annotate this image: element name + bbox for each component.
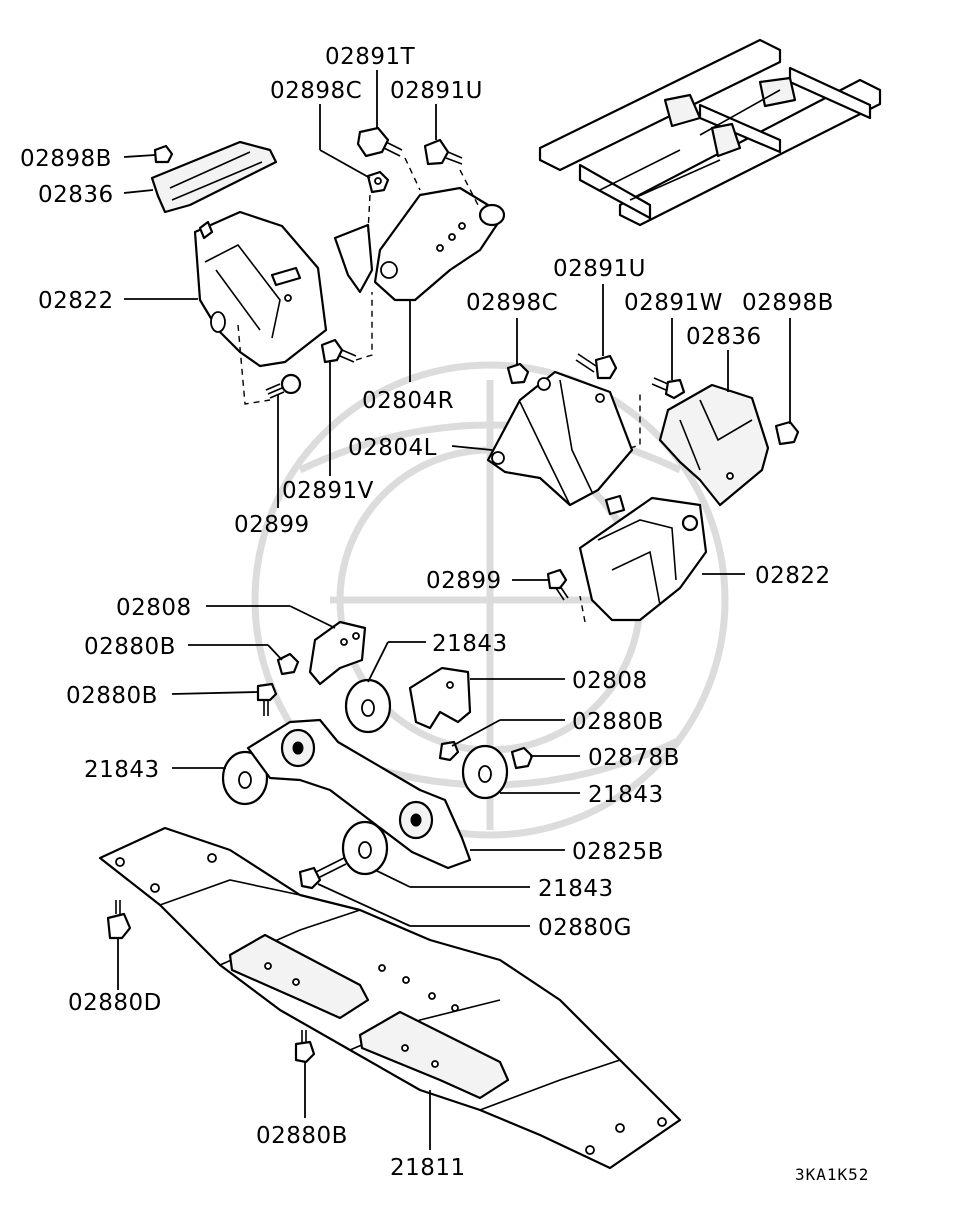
mount-02822-right — [578, 496, 708, 622]
nut-02898C-mid — [506, 362, 530, 385]
bolt-02891W — [664, 378, 686, 400]
bolt-head-02899-left — [280, 373, 302, 395]
nut-02878B — [510, 746, 534, 770]
label-02880B-2: 02880B — [66, 683, 158, 709]
bracket-02808-mid — [408, 666, 472, 730]
label-02880B-3: 02880B — [572, 709, 664, 735]
bolt-02891U-top — [423, 138, 450, 166]
label-02891W: 02891W — [624, 290, 723, 316]
label-02891U-top: 02891U — [390, 78, 483, 104]
nut-02880B-1 — [276, 652, 300, 676]
chassis-frame-thumbnail — [538, 38, 882, 227]
label-02898C-mid: 02898C — [466, 290, 558, 316]
part-labels: 02891T 02898C 02891U 02898B 02836 02822 … — [20, 44, 869, 1184]
bolt-02880G — [298, 866, 322, 890]
diagram-code: 3KA1K52 — [795, 1165, 869, 1184]
bolt-02880B-4 — [294, 1040, 316, 1064]
bracket-02804L-group — [486, 353, 800, 623]
bolt-02880B-3 — [438, 740, 460, 762]
bracket-02804R-group — [320, 126, 506, 364]
bolt-02891V — [320, 338, 344, 364]
bracket-02836-right — [658, 383, 770, 507]
bolt-02891U-mid — [594, 354, 618, 380]
label-02822-right: 02822 — [755, 563, 831, 589]
crossmember-bracket-right — [358, 1010, 510, 1100]
crossmember-bracket-left — [228, 933, 370, 1020]
label-02891V: 02891V — [282, 478, 374, 504]
label-02891T: 02891T — [325, 44, 416, 70]
bolt-02880D — [106, 912, 132, 940]
leader-lines — [117, 70, 791, 1150]
label-21843-left: 21843 — [84, 757, 160, 783]
left-mount-group — [150, 140, 328, 405]
label-02898B-right: 02898B — [742, 290, 834, 316]
label-02878B: 02878B — [588, 745, 680, 771]
label-02836-right: 02836 — [686, 324, 762, 350]
label-02891U-mid: 02891U — [553, 256, 646, 282]
label-02825B: 02825B — [572, 839, 664, 865]
mount-02822-left — [193, 210, 328, 368]
label-02898B-top: 02898B — [20, 146, 112, 172]
crossmember-insulator-group — [221, 620, 534, 890]
bolt-02891T — [356, 126, 390, 158]
label-02899-left: 02899 — [234, 512, 310, 538]
label-02808-mid: 02808 — [572, 668, 648, 694]
crossmember-21811 — [98, 826, 682, 1170]
nut-02898B-top — [153, 144, 174, 164]
label-02880B-1: 02880B — [84, 634, 176, 660]
label-02880G: 02880G — [538, 915, 632, 941]
label-02880D: 02880D — [68, 990, 162, 1016]
bracket-02808-top — [308, 620, 367, 686]
label-21811: 21811 — [390, 1155, 466, 1181]
label-02880B-4: 02880B — [256, 1123, 348, 1149]
label-21843-right: 21843 — [588, 782, 664, 808]
label-02804R: 02804R — [362, 388, 454, 414]
bracket-02804R — [373, 186, 502, 302]
label-02899-right: 02899 — [426, 568, 502, 594]
label-21843-bottom: 21843 — [538, 876, 614, 902]
label-02836-left: 02836 — [38, 182, 114, 208]
label-02822-left: 02822 — [38, 288, 114, 314]
bolt-02880B-2 — [256, 682, 278, 702]
label-02804L: 02804L — [348, 435, 437, 461]
label-02808-top: 02808 — [116, 595, 192, 621]
label-02898C-top: 02898C — [270, 78, 362, 104]
bolt-02899-right — [546, 568, 568, 590]
nut-02898B-right — [774, 420, 800, 446]
label-21843-top: 21843 — [432, 631, 508, 657]
